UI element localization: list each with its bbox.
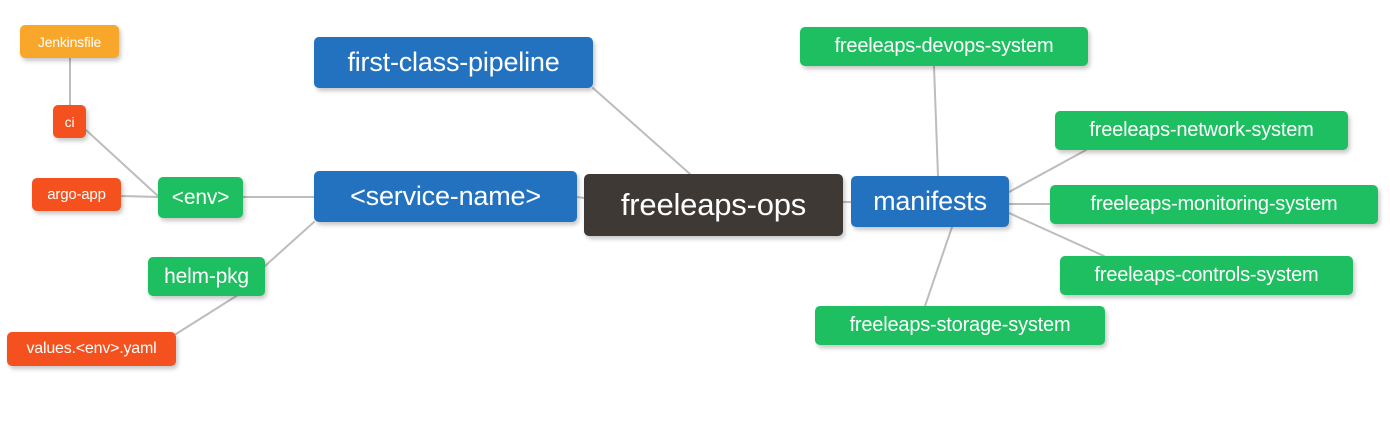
- edge-argo-app-to-env: [120, 195, 159, 198]
- node-freeleaps-network-system[interactable]: freeleaps-network-system: [1055, 111, 1348, 150]
- node-helm-pkg[interactable]: helm-pkg: [148, 257, 265, 296]
- node-jenkinsfile[interactable]: Jenkinsfile: [20, 25, 119, 58]
- node-label-freeleaps-ops: freeleaps-ops: [620, 187, 807, 222]
- node-label-freeleaps-network-system: freeleaps-network-system: [1089, 119, 1314, 141]
- node-argo-app[interactable]: argo-app: [32, 178, 121, 211]
- node-label-manifests: manifests: [873, 186, 987, 216]
- node-ci[interactable]: ci: [53, 105, 86, 138]
- node-label-jenkinsfile: Jenkinsfile: [37, 33, 102, 50]
- node-label-values-yaml: values.<env>.yaml: [26, 340, 157, 357]
- node-label-freeleaps-monitoring-system: freeleaps-monitoring-system: [1090, 193, 1338, 215]
- node-freeleaps-controls-system[interactable]: freeleaps-controls-system: [1060, 256, 1353, 295]
- node-env[interactable]: <env>: [158, 177, 243, 218]
- node-label-helm-pkg: helm-pkg: [164, 264, 249, 288]
- node-freeleaps-monitoring-system[interactable]: freeleaps-monitoring-system: [1050, 185, 1378, 224]
- node-label-argo-app: argo-app: [47, 186, 106, 203]
- edge-manifests-to-freeleaps-storage-system: [924, 226, 953, 307]
- node-label-ci: ci: [64, 113, 75, 130]
- node-manifests[interactable]: manifests: [851, 176, 1009, 227]
- node-first-class-pipeline[interactable]: first-class-pipeline: [314, 37, 593, 88]
- node-values-yaml[interactable]: values.<env>.yaml: [7, 332, 176, 366]
- node-label-service-name: <service-name>: [350, 181, 541, 211]
- node-service-name[interactable]: <service-name>: [314, 171, 577, 222]
- node-freeleaps-ops[interactable]: freeleaps-ops: [584, 174, 843, 236]
- node-label-env: <env>: [171, 185, 230, 209]
- node-label-first-class-pipeline: first-class-pipeline: [347, 47, 560, 77]
- node-label-freeleaps-storage-system: freeleaps-storage-system: [849, 314, 1071, 336]
- node-label-freeleaps-controls-system: freeleaps-controls-system: [1094, 264, 1319, 286]
- edge-manifests-to-freeleaps-devops-system: [933, 65, 939, 177]
- edge-service-name-to-freeleaps-ops: [576, 196, 585, 199]
- node-freeleaps-storage-system[interactable]: freeleaps-storage-system: [815, 306, 1105, 345]
- edge-first-class-pipeline-to-freeleaps-ops: [592, 87, 691, 175]
- node-label-freeleaps-devops-system: freeleaps-devops-system: [834, 35, 1054, 57]
- edge-helm-pkg-to-service-name: [264, 221, 315, 267]
- node-freeleaps-devops-system[interactable]: freeleaps-devops-system: [800, 27, 1088, 66]
